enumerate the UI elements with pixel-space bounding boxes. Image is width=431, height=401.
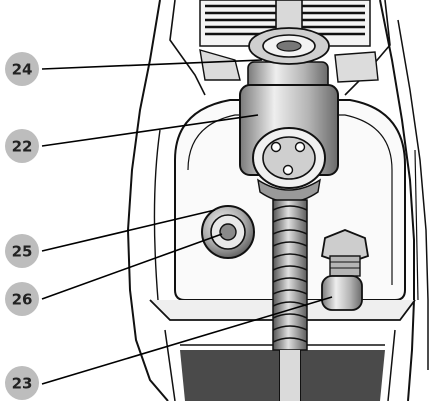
left-flange <box>199 49 241 81</box>
leader-25 <box>41 209 216 252</box>
chuck-assembly <box>239 61 339 203</box>
cavity-inner-rim <box>187 114 393 285</box>
hose-lower-fill <box>280 350 300 401</box>
callout-25-badge <box>5 234 39 268</box>
chuck-lower-skirt <box>257 178 321 203</box>
callout-25: 25 <box>5 234 39 268</box>
callout-26-label: 26 <box>12 291 33 309</box>
callout-23-badge <box>5 366 39 400</box>
top-frame-left <box>169 0 206 96</box>
valve-thread <box>329 255 361 277</box>
valve-cap <box>321 275 363 311</box>
callout-23-label: 23 <box>12 375 33 393</box>
callout-22-badge <box>5 129 39 163</box>
coil-spring <box>272 199 308 401</box>
coupling-bore <box>276 40 302 52</box>
leader-23 <box>41 296 333 385</box>
callout-22: 22 <box>5 129 39 163</box>
cavity-left-wall <box>153 129 161 301</box>
callout-23: 23 <box>5 366 39 400</box>
right-flange <box>334 51 379 83</box>
callout-24: 24 <box>5 52 39 86</box>
housing-outer-right <box>379 0 415 401</box>
spring-core <box>272 199 308 351</box>
cavity-right-wall <box>414 149 419 301</box>
chuck-pin-3 <box>282 164 294 176</box>
leader-26 <box>41 233 223 300</box>
leader-lines <box>41 59 333 385</box>
housing-outer-left <box>126 0 169 401</box>
callout-22-label: 22 <box>12 138 33 156</box>
housing-right-rim <box>397 19 429 370</box>
knob-center <box>219 223 237 241</box>
leader-22 <box>41 114 259 147</box>
callout-24-label: 24 <box>12 61 33 79</box>
callout-24-badge <box>5 52 39 86</box>
round-knob <box>201 205 255 259</box>
chuck-pin-1 <box>270 141 282 153</box>
coupling-stem <box>275 0 303 31</box>
top-coupling <box>248 0 330 65</box>
callout-25-label: 25 <box>12 243 33 261</box>
callout-26: 26 <box>5 282 39 316</box>
spring-coils <box>272 205 308 343</box>
valve-thread-lines <box>330 261 360 269</box>
callout-26-badge <box>5 282 39 316</box>
hex-valve <box>320 229 370 311</box>
leader-24 <box>41 59 263 70</box>
chuck-pin-2 <box>294 141 306 153</box>
